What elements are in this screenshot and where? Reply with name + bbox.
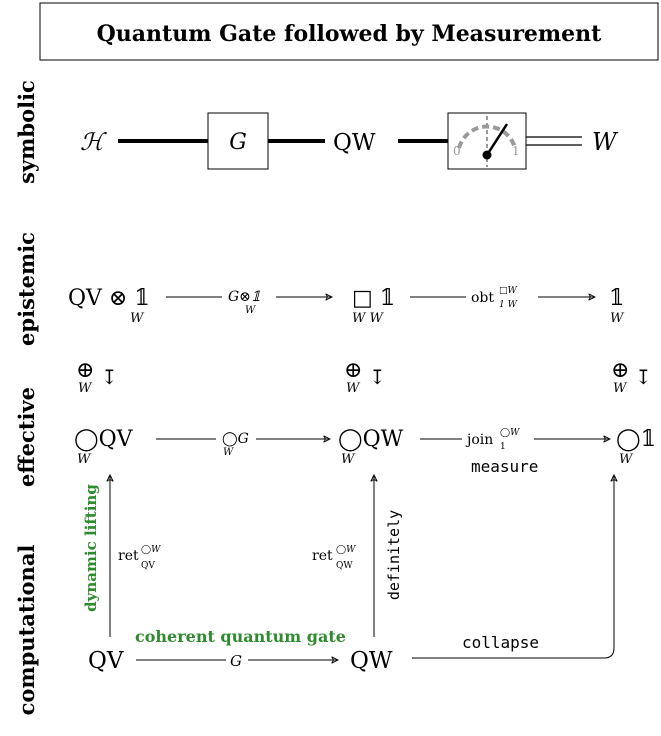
row-label-epistemic: epistemic [14,232,39,346]
row-label-effective: effective [14,387,39,487]
epistemic-arrow-1-label: G⊗𝟙 [228,289,261,305]
transition-right: ⊕ W ↧ [611,358,652,396]
effective-right: ◯𝟙 [616,427,656,452]
diagram-title: Quantum Gate followed by Measurement [97,21,603,47]
epistemic-right: 𝟙 [609,286,624,311]
ret-left-sup: ◯W [141,545,161,555]
transition-left-arrow: ↧ [101,365,118,389]
transition-left-oplus: ⊕ [76,358,94,383]
effective-arrow-2-sup: ◯W [500,428,520,438]
ret-left-sub: QV [141,561,155,571]
transition-left-sub: W [78,381,93,396]
measure-label: measure [471,457,538,476]
epistemic-left-sub: W [130,311,145,326]
transition-right-arrow: ↧ [635,365,652,389]
epistemic-arrow-2-label: obt [471,290,494,306]
epistemic-left: QV ⊗ 𝟙 [68,286,150,311]
effective-arrow-2-sub: 1 [500,442,506,452]
effective-arrow-1-label: ◯G [222,431,249,447]
symbolic-input: ℋ [80,128,107,156]
transition-middle-sub: W [346,381,361,396]
effective-arrow-1-sub: W [223,447,234,458]
epistemic-arrow-2-sup: □W [499,286,518,296]
effective-left-sub: W [77,452,92,467]
transition-middle-arrow: ↧ [369,365,386,389]
gate-label: G [229,130,247,155]
row-label-symbolic: symbolic [14,80,39,184]
symbolic-middle: QW [333,130,376,156]
ret-left-label: ret [118,548,139,564]
transition-right-sub: W [613,381,628,396]
measurement-meter-icon: 0 1 [447,112,527,170]
meter-low: 0 [453,144,461,158]
gate-arrow-label: G [230,652,242,670]
epistemic-arrow-1-sub: W [245,305,256,316]
collapse-label: collapse [462,633,539,652]
transition-middle-oplus: ⊕ [344,358,362,383]
computational-left: QV [88,648,124,674]
computational-right: QW [350,648,393,674]
row-label-computational: computational [14,545,39,716]
epistemic-arrow-2-sub: 1 W [499,300,518,310]
epistemic-right-sub: W [610,311,625,326]
collapse-arrow [412,475,614,659]
transition-left: ⊕ W ↧ [76,358,118,396]
definitely-label: definitely [385,510,403,600]
transition-middle: ⊕ W ↧ [344,358,386,396]
coherent-gate-label: coherent quantum gate [135,627,346,646]
effective-middle: ◯QW [338,427,404,452]
effective-arrow-2-label: join [465,432,493,448]
effective-left: ◯QV [74,427,134,452]
ret-right-sup: ◯W [336,545,356,555]
dynamic-lifting-label: dynamic lifting [82,484,100,612]
ret-right-label: ret [312,548,333,564]
effective-right-sub: W [619,452,634,467]
epistemic-middle: □ 𝟙 [352,286,395,311]
meter-high: 1 [512,144,520,158]
symbolic-output: W [592,128,619,156]
title-box [39,2,659,61]
effective-middle-sub: W [341,452,356,467]
transition-right-oplus: ⊕ [611,358,629,383]
gate-box [207,112,269,170]
ret-right-sub: QW [336,561,353,571]
epistemic-middle-sub: W W [352,311,384,326]
